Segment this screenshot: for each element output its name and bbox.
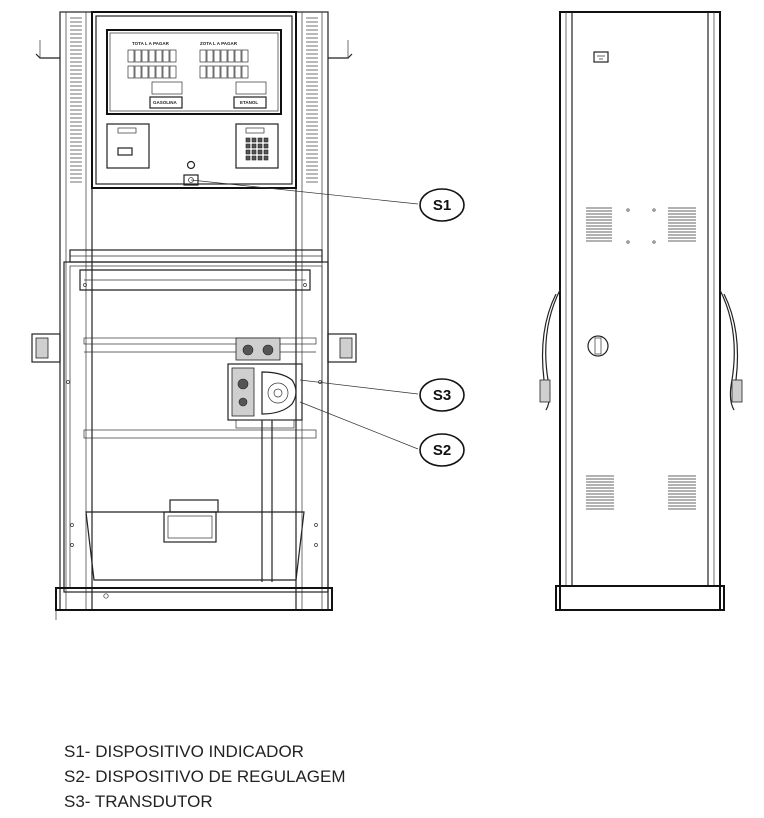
- callout-s2-leader: [299, 401, 419, 450]
- left-nozzle-holster: [31, 333, 61, 363]
- front-base: [55, 587, 333, 611]
- side-lock: [587, 335, 609, 357]
- right-nozzle-holster: [327, 333, 357, 363]
- cross-bar-lower: [83, 429, 317, 439]
- right-product-label: ETANOL: [240, 100, 258, 105]
- callout-s1-badge: [419, 188, 465, 222]
- side-panel: [559, 11, 721, 611]
- card-reader-module: [106, 123, 150, 169]
- left-product-button: [149, 96, 183, 109]
- legend-item-s1: S1- DISPOSITIVO INDICADOR: [64, 742, 304, 761]
- side-base: [555, 585, 725, 611]
- indicator-device-sensor: [183, 174, 199, 186]
- display-left-header: TOTA L A PAGAR: [132, 41, 170, 46]
- side-view: [539, 11, 743, 611]
- callout-s1-leader: [190, 179, 419, 205]
- left-column-vents: [70, 17, 82, 183]
- legend-item-s3: S3- TRANSDUTOR: [64, 792, 213, 811]
- callouts: S1 S3 S2: [190, 179, 465, 467]
- callout-s2-label: S2: [433, 442, 451, 459]
- filter-housing: [85, 511, 305, 581]
- left-product-label: GASOLINA: [153, 100, 178, 105]
- left-price-box: [151, 81, 183, 95]
- callout-s1-label: S1: [433, 197, 451, 214]
- side-lower-vents: [586, 475, 696, 510]
- keypad-keys: [245, 137, 269, 161]
- right-product-button: [233, 96, 267, 109]
- callout-s3-label: S3: [433, 387, 451, 404]
- callout-s2-badge: [419, 433, 465, 467]
- cross-bar-upper: [83, 337, 317, 345]
- display-right-header: ZOTA L A PAGAR: [200, 41, 238, 46]
- side-upper-vents: [586, 207, 696, 242]
- hydraulic-cabinet: [63, 261, 329, 593]
- callout-s3-leader: [299, 379, 419, 395]
- front-view: TOTA L A PAGAR ZOTA L A PAGAR GASOLINA E…: [31, 11, 357, 620]
- right-hanger-hook: [328, 53, 353, 59]
- right-price-box: [235, 81, 267, 95]
- legend-item-s2: S2- DISPOSITIVO DE REGULAGEM: [64, 767, 346, 786]
- side-emergency-symbol: [593, 51, 609, 63]
- right-column-vents: [306, 17, 318, 183]
- speaker-grille: [186, 160, 196, 170]
- display-digits: [127, 49, 249, 79]
- left-hanger-hook: [35, 53, 60, 59]
- meter-transducer-assembly: [227, 337, 303, 429]
- keypad-module: [235, 123, 279, 169]
- legend: S1- DISPOSITIVO INDICADOR S2- DISPOSITIV…: [64, 739, 346, 814]
- callout-s3-badge: [419, 378, 465, 412]
- display-window: [106, 29, 282, 115]
- filter-cover: [163, 511, 217, 543]
- head-housing: [91, 11, 297, 189]
